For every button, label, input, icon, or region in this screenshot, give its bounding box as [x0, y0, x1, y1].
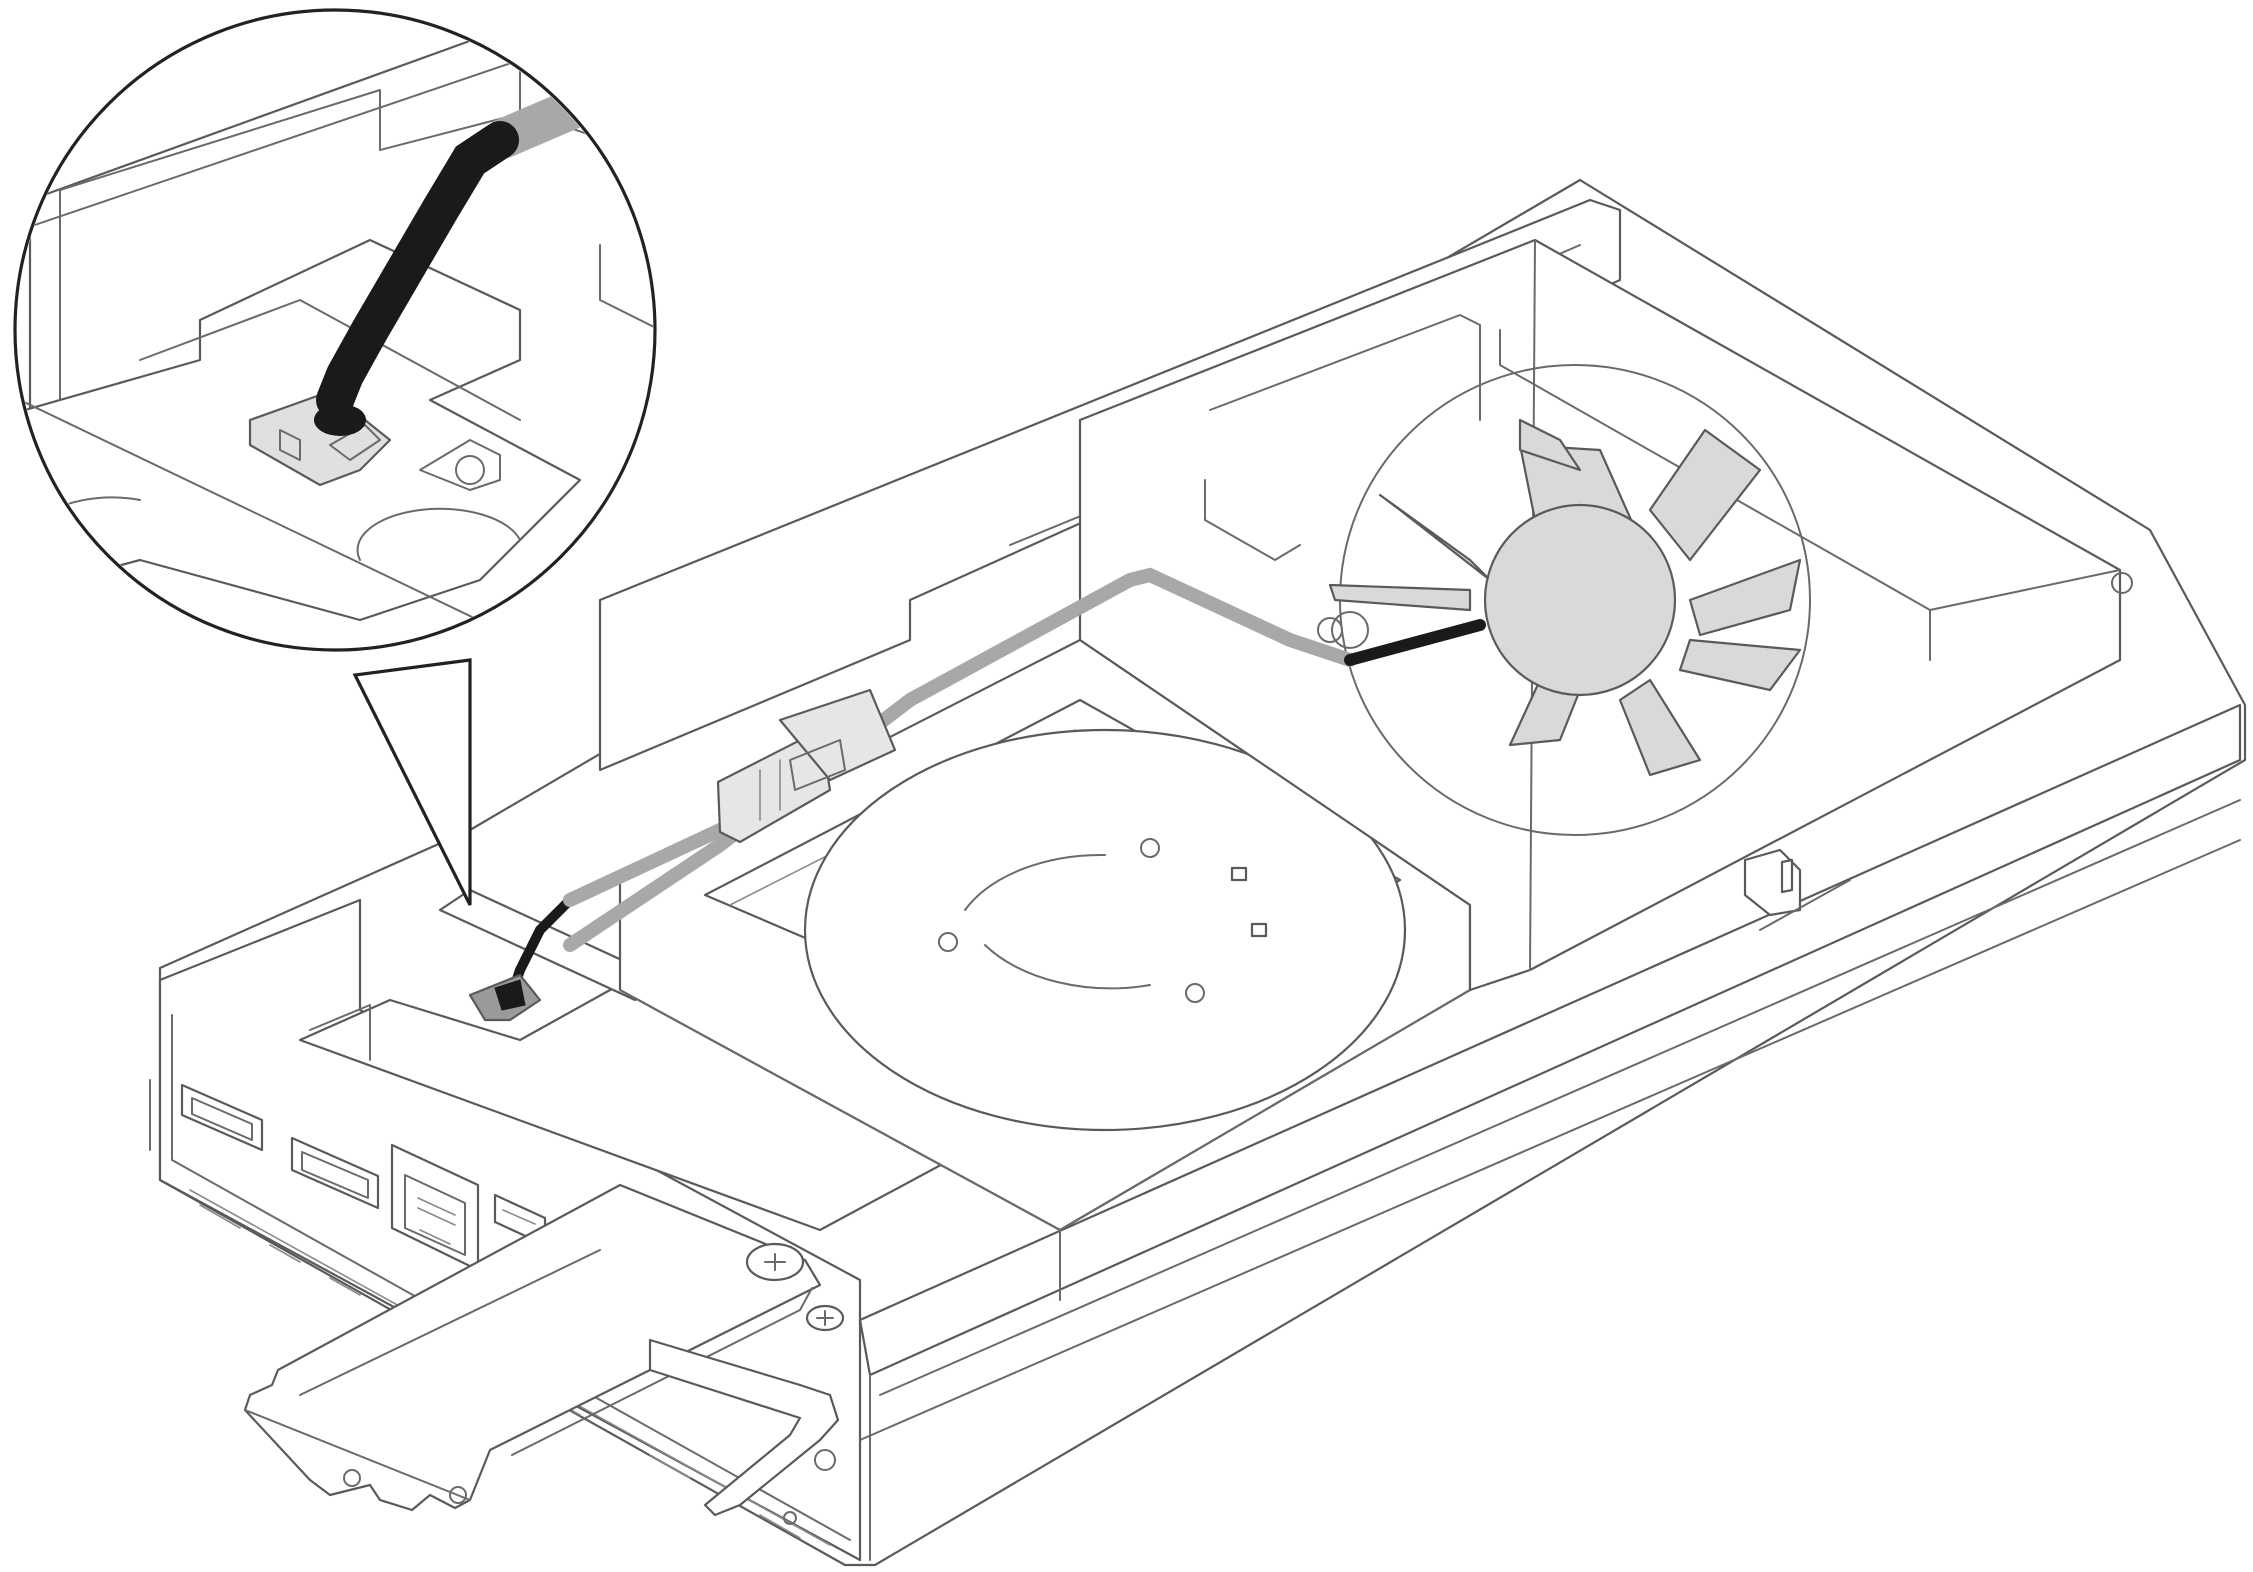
callout-detail-view — [17, 28, 653, 648]
fan-icon — [1328, 364, 1811, 836]
hdmi-port-icon — [180, 1083, 264, 1152]
tray-handle — [648, 1338, 840, 1517]
mounting-bracket — [243, 1183, 822, 1512]
board-connector — [468, 973, 542, 1022]
screw-icon — [805, 1304, 845, 1332]
screw-icon — [745, 1242, 805, 1282]
hdmi-port-icon — [290, 1136, 380, 1210]
cable-connector-icon — [716, 688, 897, 844]
mount-plate — [803, 728, 1407, 1132]
callout-magnifier — [13, 8, 657, 906]
callout-pointer — [352, 658, 472, 906]
chassis — [149, 178, 2247, 1567]
